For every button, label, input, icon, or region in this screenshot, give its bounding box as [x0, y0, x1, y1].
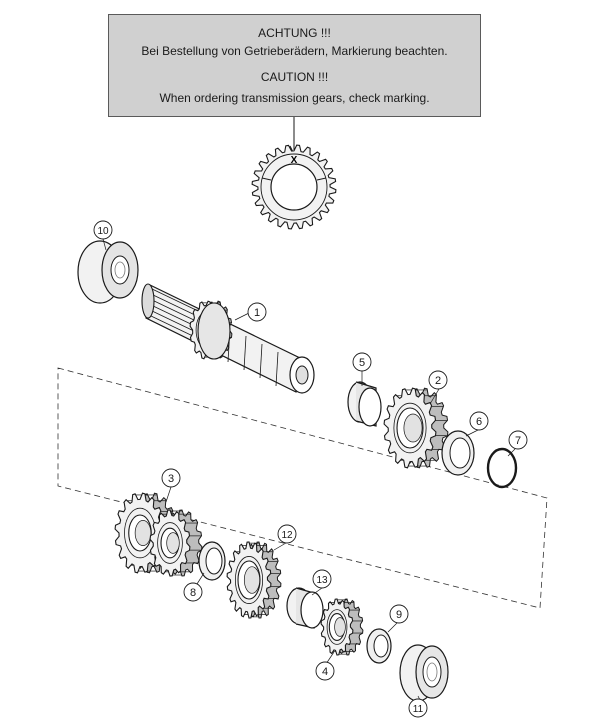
notice-german-text: Bei Bestellung von Getrieberädern, Marki… [141, 44, 448, 58]
washer-part-9 [366, 628, 392, 664]
needle-bushing-part-5 [347, 381, 382, 427]
needle-bushing-part-13 [286, 587, 324, 629]
callout-13: 13 [312, 569, 332, 589]
callout-label: 9 [396, 609, 402, 621]
callout-label: 5 [359, 357, 365, 369]
callout-9: 9 [389, 604, 409, 624]
callout-label: 6 [476, 416, 482, 428]
callout-label: 12 [281, 530, 293, 541]
callout-label: 11 [413, 704, 424, 715]
callout-label: 4 [322, 666, 328, 678]
bearing-part-11 [399, 644, 449, 702]
callout-leader-lines [102, 238, 516, 701]
callout-5: 5 [352, 352, 372, 372]
gear-part-12 [226, 541, 282, 619]
callout-label: 2 [435, 375, 441, 387]
callout-1: 1 [247, 302, 267, 322]
callout-2: 2 [428, 370, 448, 390]
callout-7: 7 [508, 430, 528, 450]
main-shaft-part-1 [141, 283, 315, 394]
callout-11: 11 [408, 698, 428, 718]
callout-6: 6 [469, 411, 489, 431]
callout-label: 13 [316, 575, 328, 586]
bearing-part-10 [77, 240, 139, 304]
notice-english-text: When ordering transmission gears, check … [159, 91, 430, 105]
callout-3: 3 [161, 468, 181, 488]
marked-gear-detail: X [251, 144, 337, 230]
callout-12: 12 [277, 524, 297, 544]
notice-german-title: ACHTUNG !!! [258, 26, 331, 40]
callout-label: 10 [97, 226, 109, 237]
gear-part-3-small [149, 509, 203, 577]
callout-label: 1 [254, 307, 260, 319]
washer-part-8 [198, 541, 226, 581]
washer-part-6 [441, 430, 475, 476]
marked-gear-bore [270, 163, 318, 211]
callout-10: 10 [93, 220, 113, 240]
callout-4: 4 [315, 661, 335, 681]
gear-part-2 [383, 387, 449, 469]
assembly-envelope-dashed-outline [57, 367, 548, 609]
callout-8: 8 [183, 582, 203, 602]
callout-label: 3 [168, 473, 174, 485]
gear-part-4 [320, 598, 364, 656]
callout-label: 8 [190, 587, 196, 599]
notice-english-title: CAUTION !!! [260, 70, 329, 84]
gear-marking-label: X [291, 155, 298, 166]
circlip-part-7 [486, 447, 518, 489]
callout-label: 7 [515, 435, 521, 447]
caution-notice-box: ACHTUNG !!! Bei Bestellung von Getrieber… [108, 14, 481, 117]
